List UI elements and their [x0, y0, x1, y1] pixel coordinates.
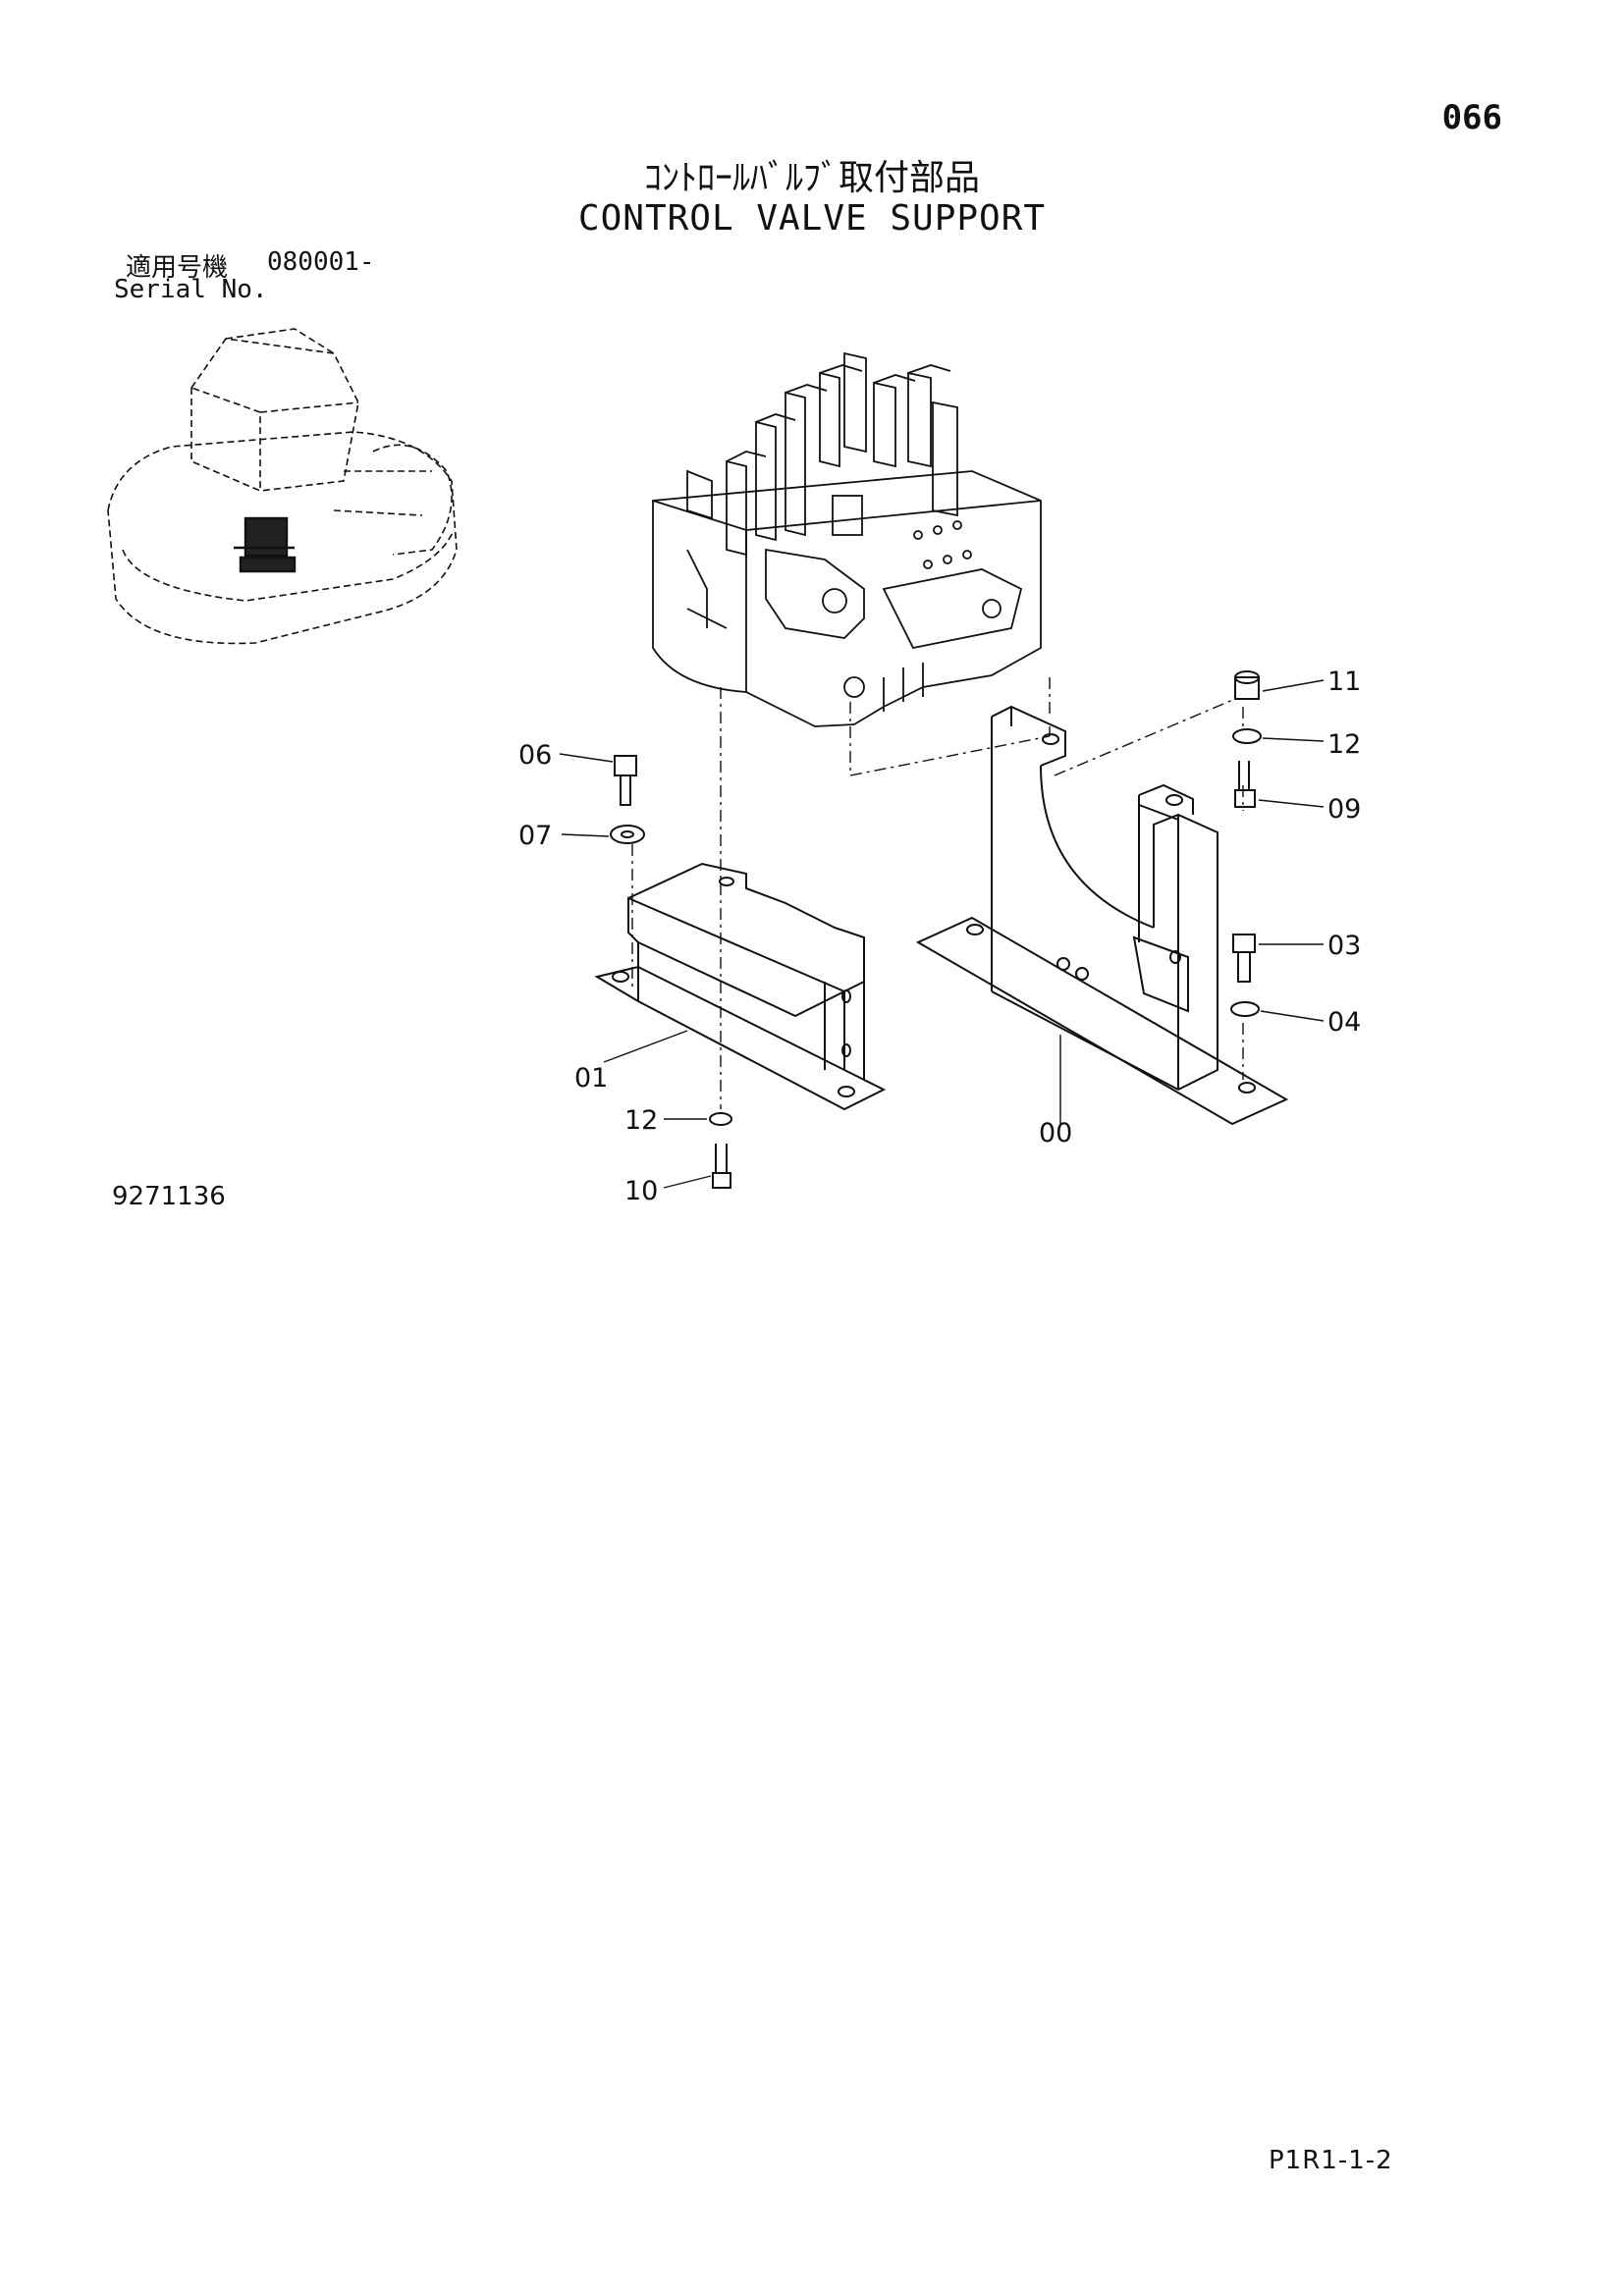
page-title-japanese: ｺﾝﾄﾛｰﾙﾊﾞﾙﾌﾞ取付部品	[643, 158, 980, 198]
serial-value: 080001-	[267, 247, 375, 277]
callout-12-upper: 12	[1327, 729, 1361, 760]
leader-lines	[559, 679, 1325, 1189]
callout-11: 11	[1327, 667, 1361, 697]
callout-03: 03	[1327, 931, 1361, 961]
callout-10: 10	[624, 1176, 658, 1206]
callout-12-lower: 12	[624, 1105, 658, 1136]
serial-label: Serial No.	[114, 275, 268, 304]
bracket-01	[594, 862, 887, 1111]
callout-labels: 06 07 01 12 10 00 11 12 09 03 04	[518, 667, 1361, 1206]
callout-01: 01	[574, 1063, 608, 1094]
callout-09: 09	[1327, 794, 1361, 825]
bracket-00	[915, 705, 1289, 1126]
document-code: P1R1-1-2	[1269, 2146, 1393, 2175]
control-valve-assembly	[652, 351, 1042, 727]
figure-number: 9271136	[112, 1182, 226, 1211]
control-valve-location-marker	[234, 516, 297, 573]
callout-00: 00	[1039, 1118, 1072, 1148]
excavator-locator-sketch	[107, 328, 458, 645]
assembly-lines	[631, 677, 1244, 1109]
fasteners	[610, 670, 1262, 1189]
serial-label-japanese: 適用号機	[126, 253, 229, 283]
callout-04: 04	[1327, 1007, 1361, 1038]
callout-06: 06	[518, 740, 552, 771]
page-title: CONTROL VALVE SUPPORT	[577, 198, 1047, 239]
callout-07: 07	[518, 821, 552, 851]
page-number: 066	[1441, 98, 1502, 137]
